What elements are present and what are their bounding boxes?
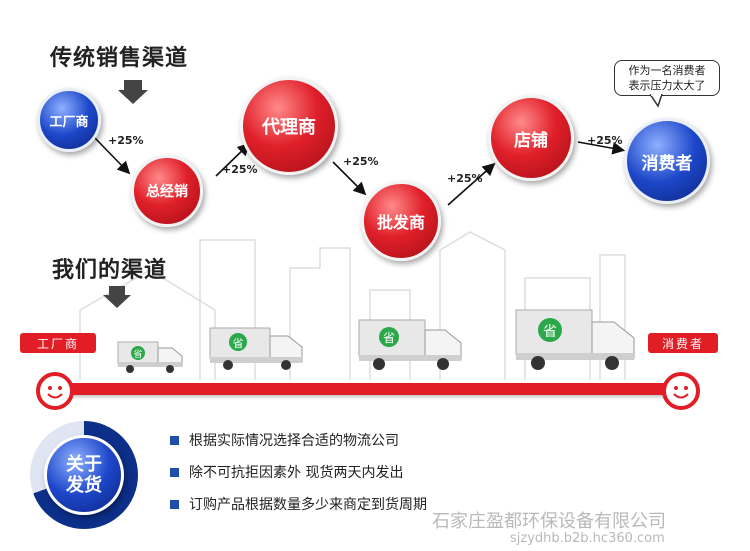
speech-line-2: 表示压力太大了 [628,79,706,92]
watermark-url: sjzydhb.b2b.hc360.com [510,531,665,546]
node-consumer-label: 消费者 [641,153,693,174]
start-label-tag: 工厂商 [20,333,96,353]
node-shop-label: 店铺 [514,130,548,151]
truck-3: 省 [358,319,462,370]
node-agent-label: 代理商 [262,117,316,138]
down-arrow-icon [118,80,148,104]
shipping-badge-line-1: 关于 [66,454,102,475]
down-arrow-icon [103,286,131,308]
node-wholesaler-label: 批发商 [376,213,425,232]
bullet-square-icon [170,467,179,477]
shipping-badge: 关于 发货 [44,435,124,515]
shipping-point-1-text: 根据实际情况选择合适的物流公司 [189,433,399,449]
node-wholesaler: 批发商 [361,181,441,261]
our-channel-title: 我们的渠道 [52,258,168,283]
shipping-point-2-text: 除不可抗拒因素外 现货两天内发出 [189,465,404,481]
bullet-square-icon [170,435,179,445]
truck-4: 省 [515,309,635,370]
node-consumer: 消费者 [624,118,710,204]
speech-bubble-tail [650,94,663,108]
node-general-distributor: 总经销 [131,155,203,227]
bullet-square-icon [170,499,179,509]
node-factory: 工厂商 [37,88,101,152]
markup-label-4: +25% [447,172,483,185]
traditional-channel-title: 传统销售渠道 [50,46,189,71]
markup-label-3: +25% [343,155,379,168]
end-label-tag: 消费者 [648,333,718,353]
consumer-speech-bubble: 作为一名消费者 表示压力太大了 [614,60,720,96]
node-general-distributor-label: 总经销 [146,184,188,200]
direct-channel-bar [48,383,688,395]
truck-4-badge: 省 [543,324,557,340]
markup-label-2: +25% [222,163,258,176]
truck-1: 省 [117,341,183,373]
shipping-point-3-text: 订购产品根据数量多少来商定到货周期 [189,497,427,513]
node-agent: 代理商 [240,77,338,175]
markup-label-1: +25% [108,134,144,147]
truck-2-badge: 省 [233,337,244,350]
node-shop: 店铺 [488,95,574,181]
shipping-point-3: 订购产品根据数量多少来商定到货周期 [170,494,427,514]
truck-2: 省 [209,327,303,370]
speech-line-1: 作为一名消费者 [628,64,706,77]
markup-label-5: +25% [587,134,623,147]
watermark-company: 石家庄盈都环保设备有限公司 [432,511,666,532]
shipping-badge-line-2: 发货 [66,475,102,496]
shipping-point-1: 根据实际情况选择合适的物流公司 [170,430,399,450]
truck-3-badge: 省 [383,331,395,345]
truck-1-badge: 省 [133,348,142,360]
shipping-point-2: 除不可抗拒因素外 现货两天内发出 [170,462,403,482]
node-factory-label: 工厂商 [49,114,89,130]
smiley-start-icon [36,372,74,410]
smiley-end-icon [662,372,700,410]
